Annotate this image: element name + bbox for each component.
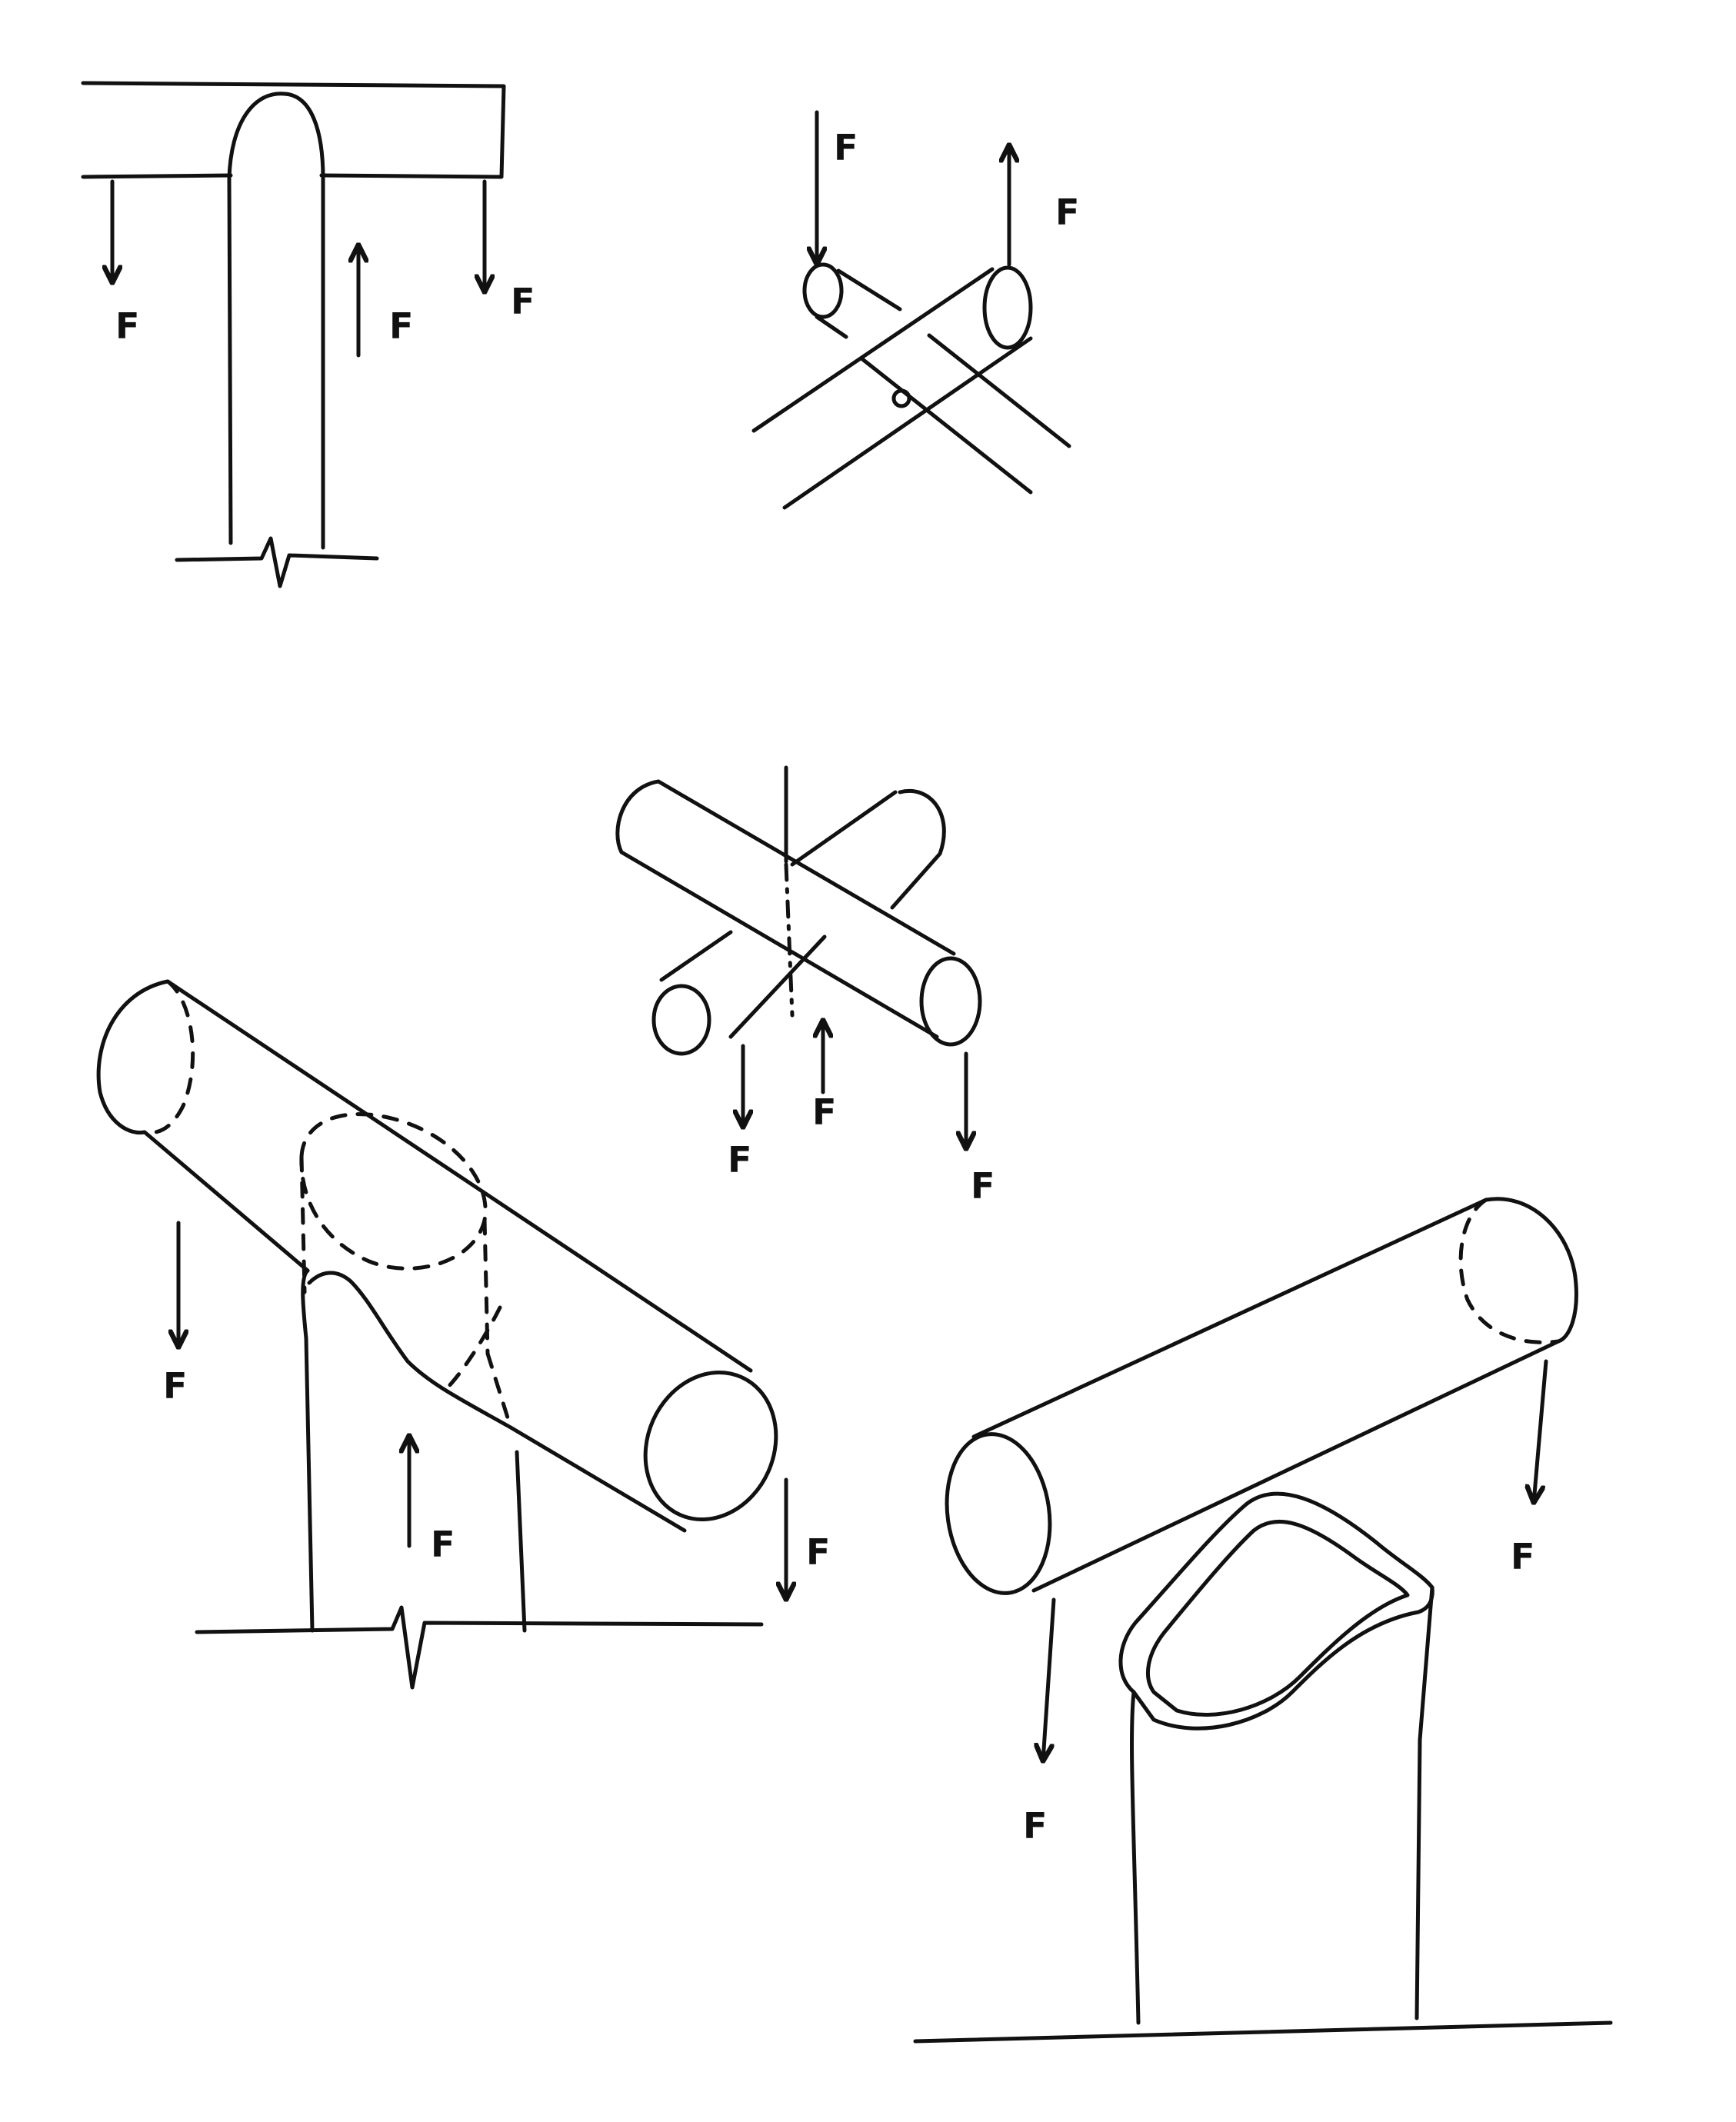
force-label: F <box>1023 1805 1047 1847</box>
tube-end-hidden <box>142 979 195 1135</box>
force-label: F <box>806 1531 830 1573</box>
tube-end <box>945 1432 1052 1595</box>
force-label: F <box>115 305 139 347</box>
force-label: F <box>1055 192 1079 233</box>
sketch-tube-on-post-left: F F F <box>96 979 830 1690</box>
force-arrow <box>1043 1597 1056 1761</box>
ground-line <box>195 1605 764 1690</box>
force-label: F <box>163 1365 187 1407</box>
post-saddle <box>301 1268 527 1633</box>
t-post <box>227 92 325 550</box>
tube-end <box>651 984 711 1056</box>
post-cut-outline <box>1118 1491 1434 1731</box>
post-hidden-bore <box>299 1112 513 1430</box>
sketch-tube-above-cut-post: F F <box>913 1197 1613 2044</box>
force-label: F <box>1511 1536 1534 1577</box>
main-tube-lower-edge <box>307 1271 687 1533</box>
force-label: F <box>812 1091 836 1133</box>
ground-line <box>913 2020 1613 2044</box>
force-label: F <box>511 281 535 322</box>
centre-axis-hidden <box>784 862 795 1018</box>
force-label: F <box>834 127 858 168</box>
sketch-t-joint-front: F F F <box>81 81 535 588</box>
post <box>1130 1585 1434 2025</box>
force-label: F <box>728 1139 751 1181</box>
back-tube <box>659 789 946 1039</box>
main-tube-outline <box>96 979 753 1373</box>
front-tube <box>751 267 1033 510</box>
tube-end <box>643 1370 778 1522</box>
post-cut-inner <box>1146 1519 1410 1717</box>
t-crossbar <box>81 81 506 179</box>
force-label: F <box>431 1524 455 1565</box>
sketch-crossed-tubes-center: F F F <box>615 765 995 1207</box>
pivot-point <box>891 388 911 408</box>
back-tube <box>815 268 1071 495</box>
tube-end <box>802 262 844 319</box>
sketch-crossed-tubes-small: F F <box>751 110 1079 510</box>
t-ground-line <box>175 536 379 588</box>
force-label: F <box>389 305 413 347</box>
force-arrow <box>1534 1359 1548 1503</box>
tube-end <box>982 265 1033 350</box>
front-tube <box>615 779 956 1039</box>
tube-end-hidden <box>1458 1198 1561 1344</box>
tube-far-end <box>1484 1197 1578 1344</box>
force-label: F <box>971 1165 995 1207</box>
main-tube-outline <box>971 1198 1561 1593</box>
tube-end <box>919 956 982 1047</box>
